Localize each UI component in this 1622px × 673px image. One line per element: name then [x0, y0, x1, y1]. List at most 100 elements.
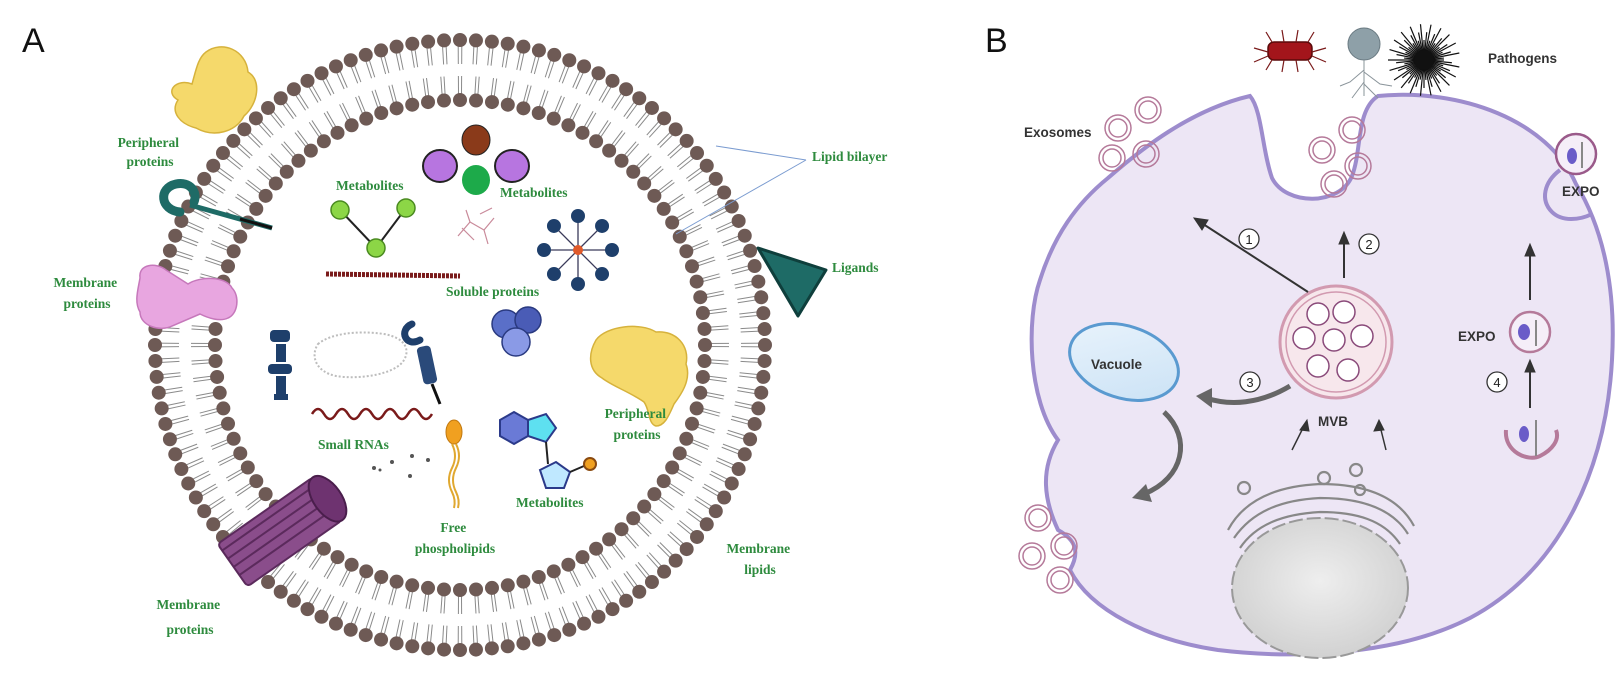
lipid-head: [747, 416, 762, 431]
lipid-head: [561, 118, 576, 133]
lipid-head: [672, 229, 687, 244]
lipid-head: [221, 416, 236, 431]
label-ligands: Ligands: [832, 260, 879, 275]
lipid-head: [697, 321, 712, 336]
label-metabolites-top: Metabolites: [500, 185, 567, 200]
lipid-head: [210, 369, 225, 384]
lipid-head: [589, 134, 604, 149]
anchored-protein-hook: [159, 179, 273, 231]
lipid-head: [657, 564, 672, 579]
lipid-head: [656, 474, 671, 489]
lipid-head: [268, 176, 283, 191]
lipid-head: [389, 574, 404, 589]
lipid-head: [644, 575, 659, 590]
membrane-protein-channel: [218, 474, 348, 586]
lipid-head: [626, 164, 641, 179]
lipid-head: [405, 36, 420, 51]
svg-text:2: 2: [1365, 237, 1372, 252]
lipid-head: [516, 636, 531, 651]
lipid-head: [273, 584, 288, 599]
lipid-bilayer: [148, 33, 772, 657]
lipid-head: [188, 490, 203, 505]
lipid-head: [561, 557, 576, 572]
lipid-head: [405, 97, 420, 112]
label-membrane-proteins-left: Membrane proteins: [53, 275, 120, 311]
lipid-head: [174, 462, 189, 477]
metabolite-cluster: [422, 124, 530, 195]
peripheral-protein-top: [171, 46, 258, 134]
lipid-head: [158, 416, 173, 431]
lipid-head: [724, 199, 739, 214]
lipid-head: [421, 580, 436, 595]
membrane-protein-pink: [136, 264, 238, 330]
pathogen-body: [1414, 50, 1434, 70]
lipid-head: [162, 243, 177, 258]
label-membrane-lipids: Membrane lipids: [726, 541, 793, 577]
lipid-head: [300, 602, 315, 617]
lipid-head: [359, 111, 374, 126]
lipid-head: [174, 213, 189, 228]
lipid-head: [656, 201, 671, 216]
lipid-head: [665, 460, 680, 475]
lipid-head: [717, 490, 732, 505]
lipid-head: [421, 34, 436, 49]
lipid-head: [328, 616, 343, 631]
lipid-head: [575, 550, 590, 565]
lipid-head: [516, 574, 531, 589]
expo-vesicle-top: [1554, 132, 1598, 176]
lipid-head: [717, 185, 732, 200]
lipid-head: [436, 93, 451, 108]
lipid-head: [389, 101, 404, 116]
lipid-head: [758, 338, 772, 352]
lipid-head: [756, 306, 771, 321]
expo-forming-cup: [1503, 420, 1559, 460]
lipid-head: [300, 73, 315, 88]
lipid-head: [619, 593, 634, 608]
lipid-head: [453, 93, 467, 107]
lipid-head: [286, 82, 301, 97]
lipid-head: [208, 338, 222, 352]
peptide-chain: [313, 331, 408, 379]
protein-subunit: [546, 267, 561, 282]
label-exosomes: Exosomes: [1024, 125, 1092, 140]
lipid-head: [731, 213, 746, 228]
lipid-head: [197, 504, 212, 519]
lipid-head: [602, 532, 617, 547]
lipid-head: [484, 641, 499, 656]
lipid-head: [233, 446, 248, 461]
lipid-head: [647, 487, 662, 502]
lipid-head: [468, 642, 483, 657]
lipid-head: [626, 511, 641, 526]
lipid-head: [240, 460, 255, 475]
lipid-head: [697, 354, 712, 369]
lipid-head: [148, 353, 163, 368]
lipid-head: [500, 36, 515, 51]
label-membrane-proteins-bottom: Membrane proteins: [156, 597, 223, 637]
lipid-head: [273, 91, 288, 106]
lipid-head: [754, 385, 769, 400]
lipid-head: [684, 259, 699, 274]
svg-text:1: 1: [1245, 232, 1252, 247]
lipid-head: [737, 447, 752, 462]
lipid-head: [316, 134, 331, 149]
lipid-head: [500, 639, 515, 654]
panel-b: B Pathogens Exosomes EXPO EXPO: [985, 22, 1615, 659]
panel-a-letter: A: [22, 22, 45, 60]
lipid-head: [316, 541, 331, 556]
pathway-arrows: [1192, 217, 1536, 451]
lipid-head: [389, 636, 404, 651]
lipid-head: [484, 34, 499, 49]
multivesicular-body: [1278, 284, 1394, 400]
small-rna-wave: [310, 407, 434, 421]
metabolite-ring: [499, 410, 597, 489]
label-expo-middle: EXPO: [1458, 329, 1496, 344]
lipid-head: [358, 47, 373, 62]
lipid-head: [151, 385, 166, 400]
lipid-head: [614, 153, 629, 168]
label-lipid-bilayer: Lipid bilayer: [812, 149, 887, 164]
label-expo-top: EXPO: [1562, 184, 1600, 199]
lipid-head: [206, 517, 221, 532]
pathogen-fungus: [1339, 27, 1393, 99]
receptor-protein-small: [268, 330, 292, 400]
lipid-head: [358, 628, 373, 643]
